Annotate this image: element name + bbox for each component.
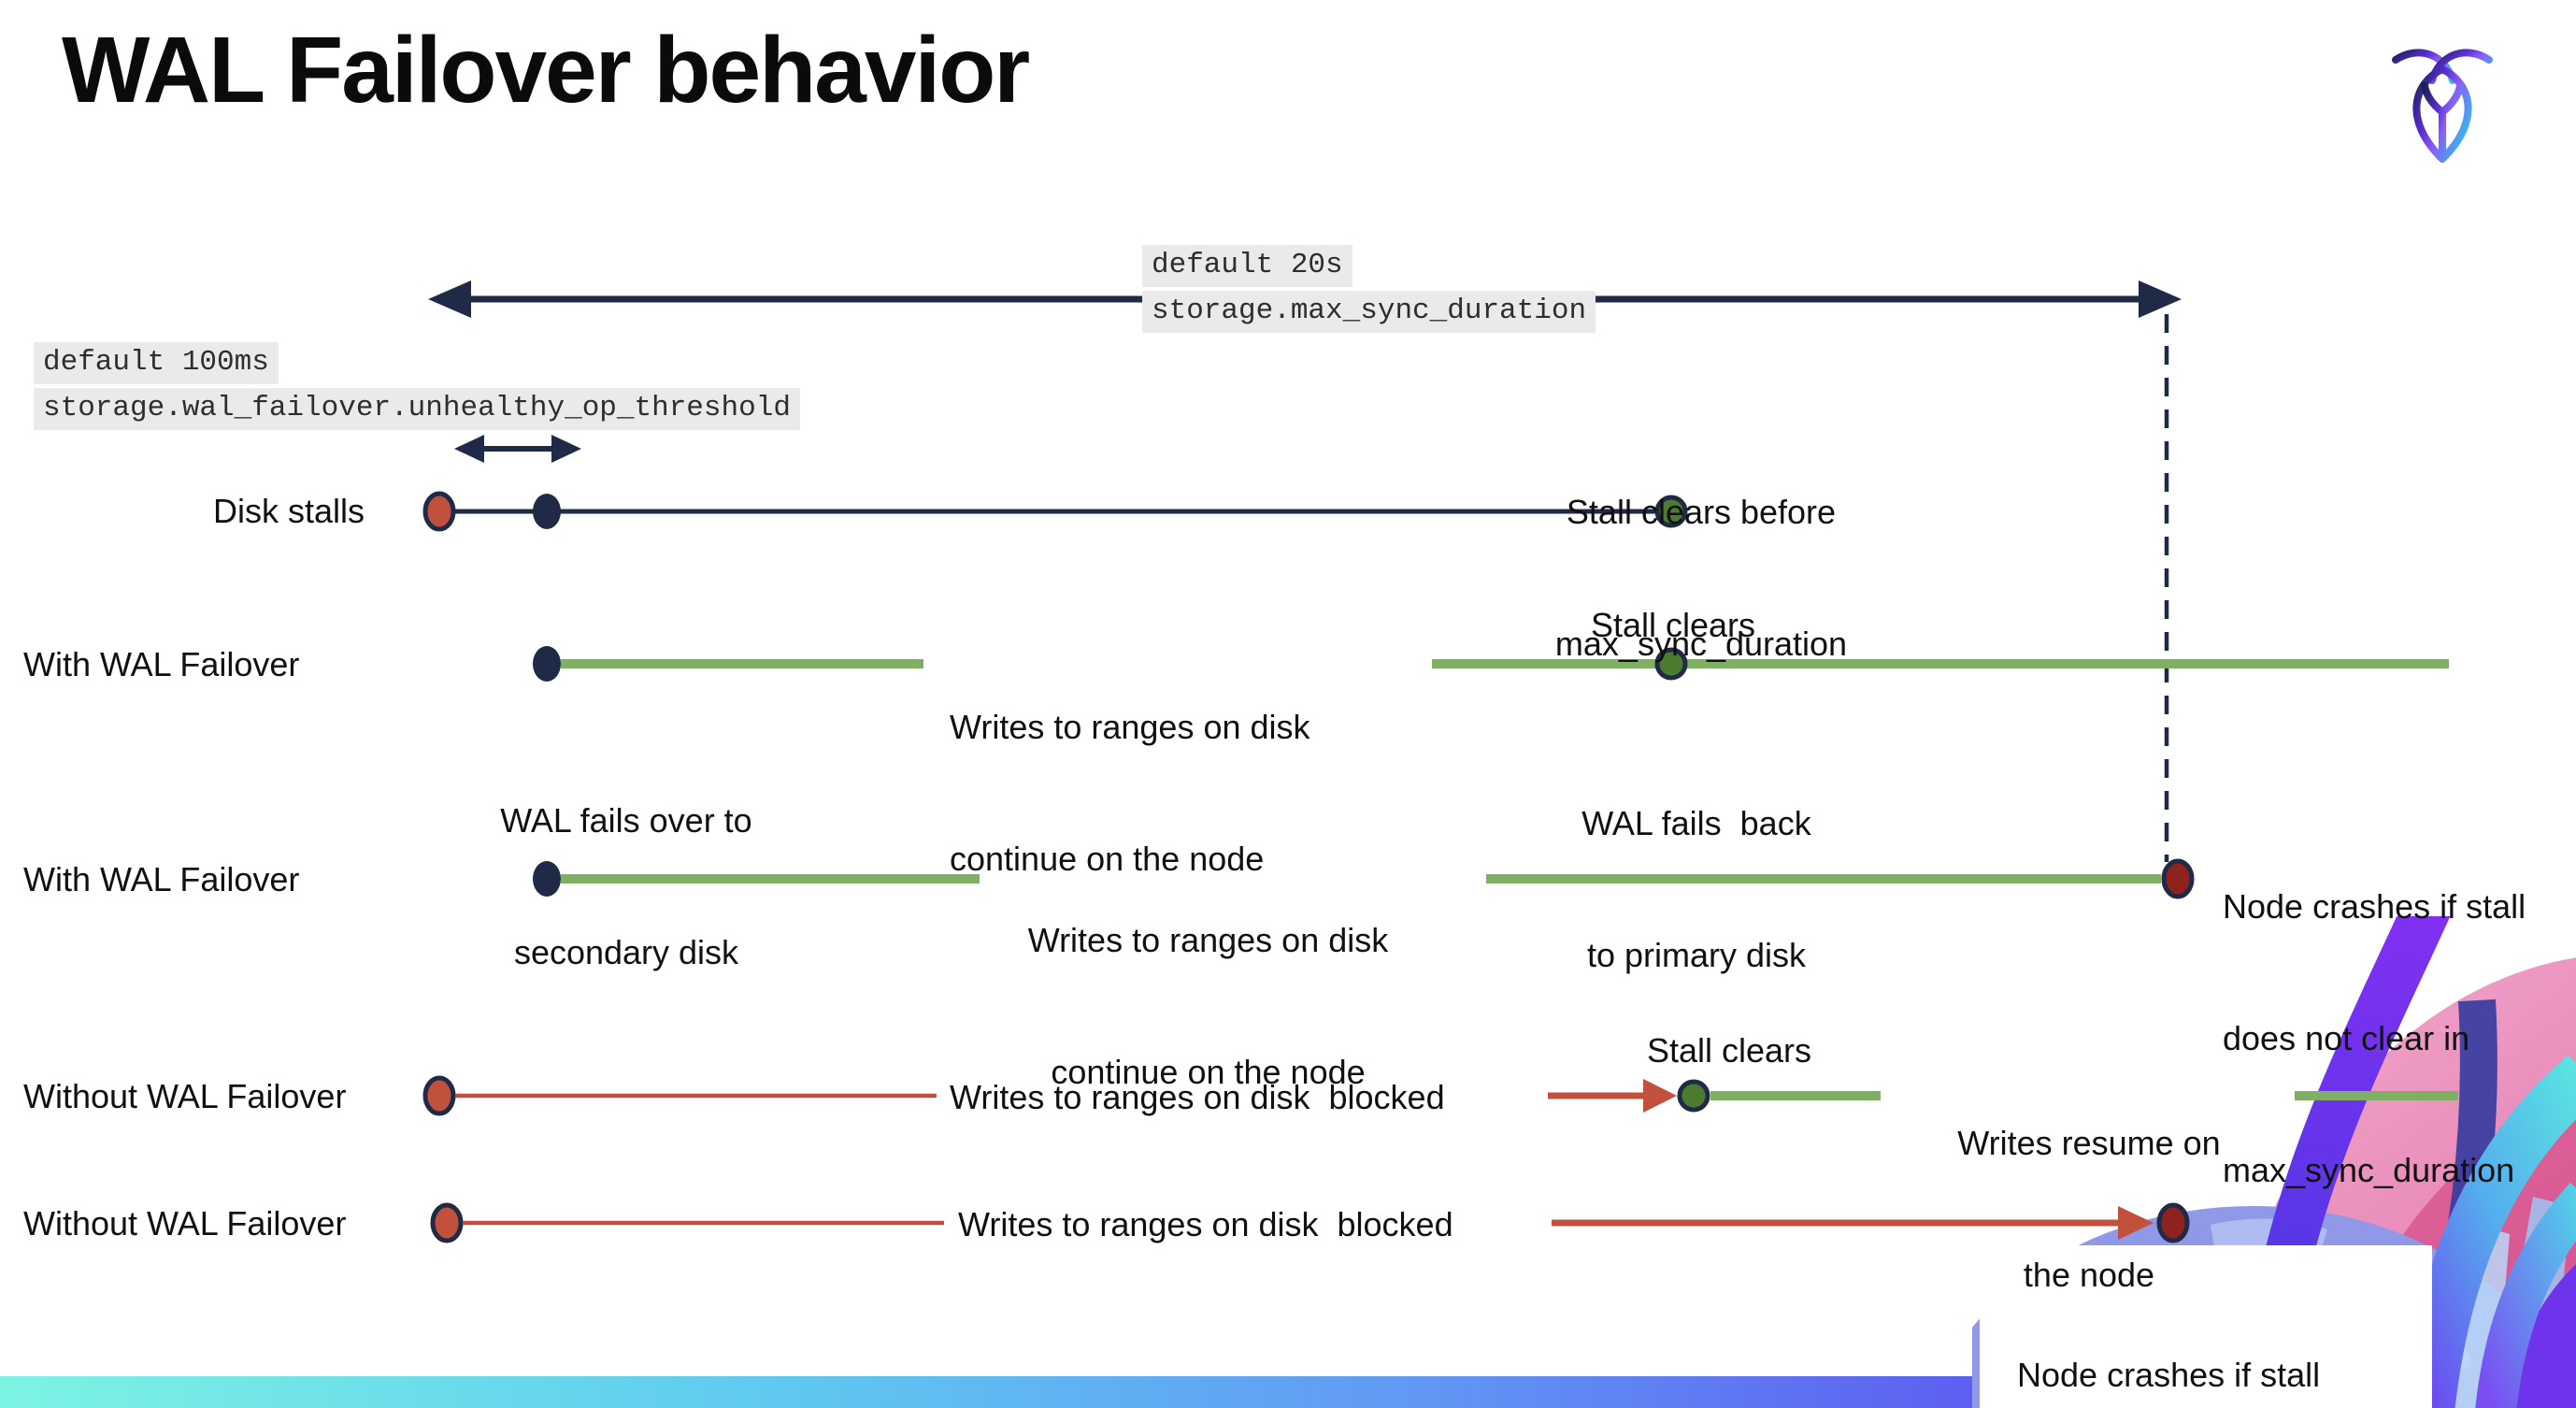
- annotation-line: the node: [2023, 1256, 2155, 1294]
- setting-default: default 20s: [1142, 245, 1352, 287]
- art-teal-arc: [2402, 1055, 2576, 1408]
- annotation-line: Node crashes if stall: [2223, 887, 2526, 926]
- logo-stem: [2421, 82, 2464, 163]
- stall-start-dot: [430, 1202, 464, 1243]
- annotation-line: does not clear in: [2223, 1019, 2470, 1057]
- max-sync-duration-setting-label: default 20s storage.max_sync_duration: [1142, 245, 1596, 337]
- row-with-wal-failover-clears: [533, 646, 2449, 682]
- annotation-line: Stall clears before: [1566, 493, 1837, 531]
- annotation-node-crashes-1: Node crashes if stall does not clear in …: [2223, 797, 2576, 1280]
- node-crash-callout-box: [1980, 1245, 2432, 1408]
- row-label-disk-stalls: Disk stalls: [212, 492, 365, 530]
- row-label-without-wal-failover-1: Without WAL Failover: [23, 1077, 347, 1115]
- annotation-line: WAL fails over to: [500, 801, 752, 840]
- annotation-line: Writes resume on: [1957, 1124, 2221, 1162]
- annotation-line: WAL fails back: [1581, 804, 1811, 842]
- annotation-line: max_sync_duration: [1554, 625, 1848, 663]
- annotation-line: Writes to ranges on disk: [1027, 921, 1389, 959]
- cockroachdb-logo-icon: [2392, 49, 2493, 163]
- cockroach-glyph: [2392, 49, 2493, 163]
- art-corner-purple: [2505, 1264, 2576, 1408]
- annotation-line: secondary disk: [513, 933, 739, 971]
- annotation-wal-fails-over: WAL fails over to secondary disk: [449, 711, 804, 1062]
- threshold-arrow: [454, 435, 581, 463]
- art-teal-arc-inner: [2475, 1183, 2576, 1408]
- row-label-with-wal-failover-2: With WAL Failover: [23, 860, 300, 898]
- setting-default: default 100ms: [34, 342, 279, 384]
- annotation-stall-clears-2: Stall clears: [1646, 1031, 1812, 1070]
- annotation-line: continue on the node: [1051, 1053, 1366, 1091]
- arrowhead-right: [551, 435, 581, 463]
- setting-name: storage.wal_failover.unhealthy_op_thresh…: [34, 388, 800, 430]
- setting-name: storage.max_sync_duration: [1142, 291, 1596, 333]
- annotation-writes-continue-2: Writes to ranges on disk continue on the…: [1000, 830, 1416, 1182]
- arrowhead-left: [428, 280, 471, 318]
- page-title: WAL Failover behavior: [62, 18, 1030, 122]
- annotation-wal-fails-back: WAL fails back to primary disk: [1524, 713, 1869, 1065]
- stall-clears-dot: [1677, 1079, 1710, 1113]
- annotation-line: Node crashes if stall: [2017, 1356, 2321, 1394]
- stall-start-dot: [422, 1075, 456, 1116]
- annotation-writes-blocked-2: Writes to ranges on disk blocked: [958, 1205, 1453, 1243]
- row-label-without-wal-failover-2: Without WAL Failover: [23, 1204, 347, 1243]
- annotation-node-crashes-2: Node crashes if stall does not clear in …: [2017, 1268, 2410, 1408]
- annotation-line: max_sync_duration: [2223, 1151, 2515, 1189]
- annotation-stall-clears-before: Stall clears before max_sync_duration: [1514, 402, 1888, 754]
- row-disk-stalls: [422, 491, 1688, 532]
- annotation-line: to primary disk: [1586, 936, 1807, 974]
- row-label-with-wal-failover-1: With WAL Failover: [23, 645, 300, 683]
- annotation-writes-resume: Writes resume on the node: [1935, 1033, 2243, 1385]
- failover-dot: [533, 646, 561, 682]
- threshold-dot: [533, 494, 561, 529]
- annotation-line: Writes to ranges on disk: [950, 708, 1310, 746]
- annotation-line: continue on the node: [950, 840, 1265, 878]
- stall-start-dot: [422, 491, 456, 532]
- annotation-writes-blocked-1: Writes to ranges on disk blocked: [950, 1078, 1445, 1116]
- arrowhead-right: [2139, 280, 2182, 318]
- annotation-writes-continue-1: Writes to ranges on disk continue on the…: [950, 617, 1380, 969]
- arrowhead-left: [454, 435, 484, 463]
- unhealthy-op-threshold-setting-label: default 100ms storage.wal_failover.unhea…: [34, 342, 800, 434]
- arrowhead: [1643, 1079, 1677, 1113]
- annotation-stall-clears-1: Stall clears: [1590, 606, 1756, 644]
- node-crash-dot: [2161, 858, 2195, 899]
